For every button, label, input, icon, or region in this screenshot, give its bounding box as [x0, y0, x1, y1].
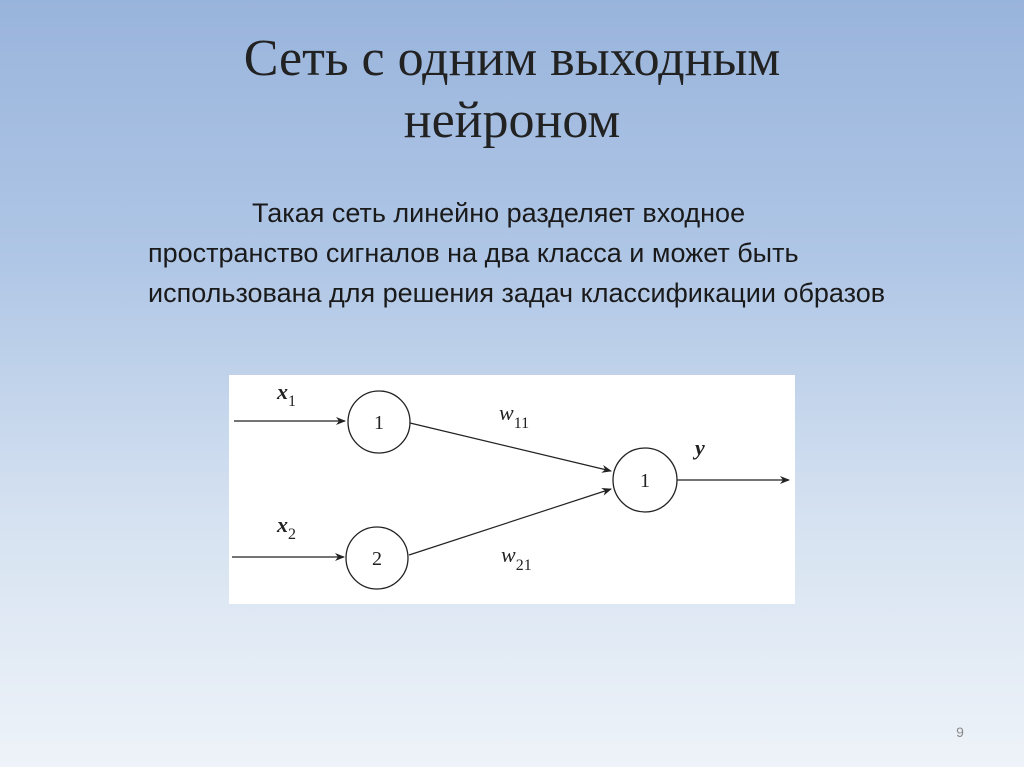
page-number: 9 — [956, 724, 964, 740]
body-text: Такая сеть линейно разделяет входное про… — [148, 198, 886, 308]
connection-w11 — [409, 422, 612, 473]
input-label-x1-var: x — [276, 379, 288, 404]
connection-w21 — [408, 487, 612, 556]
input-label-x2-sub: 2 — [288, 526, 296, 543]
input-neuron-2 — [345, 526, 409, 590]
slide-title-line-1: Сеть с одним выходным — [243, 30, 781, 87]
output-neuron-label: 1 — [640, 470, 650, 492]
weight-label-w21-var: w — [501, 542, 516, 567]
diagram-canvas: x1 x2 1 2 w11 w21 1 y — [232, 379, 790, 590]
input-neuron-1-label: 1 — [374, 412, 384, 434]
neural-network-diagram: x1 x2 1 2 w11 w21 1 y — [229, 375, 795, 604]
weight-label-w21-sub: 21 — [516, 557, 532, 574]
input-label-x1: x1 — [276, 379, 296, 410]
weight-label-w11: w11 — [499, 400, 529, 432]
output-label-y: y — [692, 435, 705, 460]
input-label-x2: x2 — [276, 512, 296, 543]
weight-label-w11-sub: 11 — [514, 415, 529, 432]
weight-label-w11-var: w — [499, 400, 514, 425]
input-label-x2-var: x — [276, 512, 288, 537]
input-neuron-2-label: 2 — [372, 548, 382, 570]
slide-title-line-2: нейроном — [403, 92, 621, 149]
input-neuron-1 — [347, 390, 411, 454]
input-label-x1-sub: 1 — [288, 393, 296, 410]
slide-title: Сеть с одним выходным нейроном — [0, 28, 1024, 152]
body-paragraph: Такая сеть линейно разделяет входное про… — [148, 193, 908, 313]
weight-label-w21: w21 — [501, 542, 532, 574]
